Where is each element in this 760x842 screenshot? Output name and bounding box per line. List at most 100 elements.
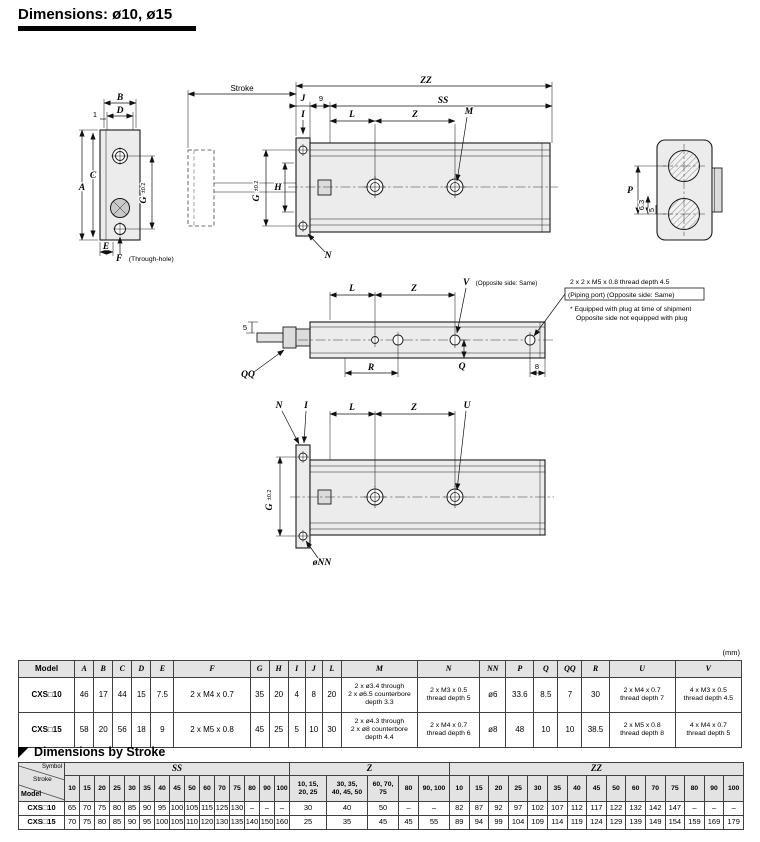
dim-value-cell: 30 xyxy=(321,712,342,748)
label-front-f: F (Through-hole) xyxy=(115,248,174,265)
stroke-value-cell: 100 xyxy=(154,815,170,830)
stroke-value-cell: 159 xyxy=(684,815,705,830)
dim-value-cell: 25 xyxy=(268,712,289,748)
stroke-value-cell: 135 xyxy=(229,815,245,830)
label-top-j: J xyxy=(300,94,306,104)
label-side-q: Q xyxy=(459,362,466,372)
label-end-5: 5 xyxy=(647,208,656,212)
stroke-value-cell: 80 xyxy=(109,801,125,816)
dim-value-cell: 5 xyxy=(287,712,306,748)
dim-column-header: E xyxy=(150,660,175,678)
label-front-a: A xyxy=(78,183,85,193)
stroke-value-cell: 150 xyxy=(259,815,275,830)
cylinder-end-view: P 6.3 5 xyxy=(626,139,723,241)
stroke-value-header: 80 xyxy=(398,775,419,802)
stroke-value-cell: 120 xyxy=(199,815,215,830)
stroke-value-header: 35 xyxy=(139,775,155,802)
stroke-value-cell: 119 xyxy=(566,815,588,830)
stroke-value-header: 50 xyxy=(605,775,627,802)
stroke-value-cell: 109 xyxy=(527,815,548,830)
stroke-value-cell: 85 xyxy=(124,801,140,816)
stroke-value-cell: 100 xyxy=(169,801,185,816)
dim-value-cell: ø8 xyxy=(479,712,507,748)
label-top-g: G ±0.2 xyxy=(252,181,262,202)
label-front-c: C xyxy=(90,171,97,181)
dim-value-cell: 10 xyxy=(533,712,559,748)
dim-value-cell: 18 xyxy=(131,712,152,748)
stroke-value-cell: 105 xyxy=(169,815,185,830)
stroke-value-cell: 154 xyxy=(664,815,686,830)
label-top-h: H xyxy=(273,183,282,193)
rod-fitting xyxy=(317,179,332,196)
stroke-value-cell: 169 xyxy=(703,815,725,830)
stroke-value-cell: 50 xyxy=(367,801,399,816)
stroke-value-header: 40 xyxy=(154,775,170,802)
stroke-value-header: 70 xyxy=(214,775,230,802)
dim-value-cell: 4 x M3 x 0.5 thread depth 4.5 xyxy=(674,677,743,713)
stroke-value-header: 60 xyxy=(625,775,646,802)
label-bottom-z: Z xyxy=(410,403,417,413)
stroke-value-cell: 90 xyxy=(124,815,140,830)
dim-value-cell: 7 xyxy=(557,677,583,713)
stroke-value-header: 100 xyxy=(274,775,290,802)
stroke-value-cell: – xyxy=(244,801,260,816)
stroke-value-cell: 122 xyxy=(605,801,627,816)
stroke-value-cell: 25 xyxy=(289,815,327,830)
dim-value-cell: 38.5 xyxy=(581,712,610,748)
stroke-value-cell: 90 xyxy=(139,801,155,816)
dim-value-cell: 7.5 xyxy=(150,677,175,713)
dim-value-cell: 15 xyxy=(131,677,152,713)
model-cell: CXS□15 xyxy=(18,815,65,830)
stroke-value-cell: 129 xyxy=(605,815,627,830)
stroke-value-cell: 112 xyxy=(566,801,588,816)
corner-diagonal xyxy=(19,765,65,801)
corner-symbol-label: Symbol xyxy=(41,764,62,770)
dim-column-header: NN xyxy=(479,660,507,678)
label-end-p: P xyxy=(627,186,633,196)
stroke-value-header: 75 xyxy=(664,775,686,802)
stroke-value-header: 20 xyxy=(94,775,110,802)
label-front-f-letter: F xyxy=(115,254,123,264)
stroke-end-plate-phantom xyxy=(187,149,215,227)
stroke-value-cell: 70 xyxy=(79,801,95,816)
label-front-g: G ±0.2 xyxy=(139,183,149,204)
stroke-value-cell: 99 xyxy=(488,815,509,830)
stroke-value-header: 90 xyxy=(259,775,275,802)
units-note: (mm) xyxy=(722,648,741,657)
stroke-value-cell: 94 xyxy=(468,815,490,830)
stroke-value-cell: – xyxy=(274,801,290,816)
stroke-value-cell: 140 xyxy=(244,815,260,830)
stroke-value-cell: 107 xyxy=(546,801,568,816)
dim-column-header: Model xyxy=(17,660,76,678)
page-title: Dimensions: ø10, ø15 xyxy=(18,6,197,31)
label-top-z: Z xyxy=(411,110,418,120)
stroke-value-header: 45 xyxy=(169,775,185,802)
label-top-i: I xyxy=(300,110,305,120)
stroke-value-cell: 65 xyxy=(64,801,80,816)
stroke-value-cell: 139 xyxy=(625,815,646,830)
stroke-value-header: 25 xyxy=(507,775,529,802)
label-bottom-g-tol: ±0.2 xyxy=(267,490,273,501)
stroke-value-cell: 75 xyxy=(79,815,95,830)
label-front-f-note: (Through-hole) xyxy=(129,256,174,263)
stroke-value-cell: – xyxy=(723,801,744,816)
label-bottom-u: U xyxy=(464,401,472,411)
note-piping: (Piping port) (Opposite side: Same) xyxy=(568,292,675,299)
dim-value-cell: 2 x M5 x 0.8 thread depth 8 xyxy=(608,712,676,748)
stroke-table-corner: Symbol Stroke Model xyxy=(18,762,65,802)
stroke-value-header: 60 xyxy=(199,775,215,802)
dim-value-cell: 8.5 xyxy=(533,677,559,713)
label-top-g-tol: ±0.2 xyxy=(254,181,260,192)
dim-value-cell: 46 xyxy=(74,677,95,713)
stroke-value-cell: 95 xyxy=(154,801,170,816)
stroke-value-cell: 92 xyxy=(488,801,509,816)
label-side-8: 8 xyxy=(535,362,539,371)
label-bottom-n: N xyxy=(275,401,284,411)
